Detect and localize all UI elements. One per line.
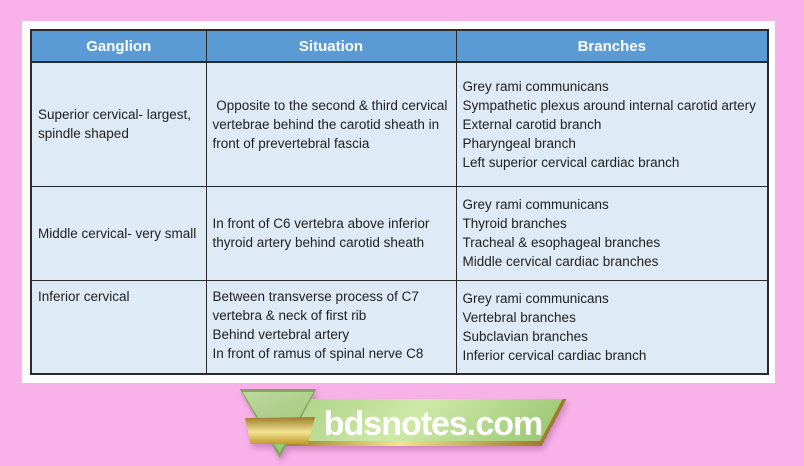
ganglion-cell: Superior cervical- largest, spindle shap… (30, 61, 207, 187)
ganglion-table: Ganglion Situation Branches Superior cer… (30, 29, 769, 375)
branch-item: Vertebral branches (462, 309, 576, 325)
branches-cell: Grey rami communicans Thyroid branches T… (455, 185, 769, 281)
branches-cell: Grey rami communicans Vertebral branches… (455, 279, 769, 375)
bdsnotes-logo: bdsnotes.com (236, 386, 576, 464)
branch-item: Grey rami communicans (462, 197, 609, 212)
branch-item: Middle cervical cardiac branches (462, 254, 659, 269)
branch-item: Left superior cervical cardiac branch (462, 154, 680, 170)
situation-text: Opposite to the second & third cervical … (212, 97, 452, 151)
branch-item: Grey rami communicans (462, 78, 609, 94)
logo-text: bdsnotes.com (323, 405, 543, 443)
branches-cell: Grey rami communicans Sympathetic plexus… (455, 61, 769, 187)
branch-item: Pharyngeal branch (462, 135, 576, 151)
branch-item: External carotid branch (462, 116, 602, 132)
table-row: Middle cervical- very small In front of … (30, 185, 769, 281)
branch-item: Grey rami communicans (462, 290, 609, 306)
branch-item: Thyroid branches (462, 216, 567, 231)
table-panel: Ganglion Situation Branches Superior cer… (22, 21, 775, 383)
situation-cell: Between transverse process of C7 vertebr… (205, 279, 457, 375)
situation-cell: Opposite to the second & third cervical … (205, 61, 457, 187)
situation-text: In front of C6 vertebra above inferior t… (212, 216, 434, 250)
situation-text: Behind vertebral artery (212, 326, 350, 342)
branch-item: Sympathetic plexus around internal carot… (462, 97, 756, 113)
ganglion-cell: Middle cervical- very small (30, 185, 207, 281)
branch-item: Subclavian branches (462, 328, 588, 344)
column-header-branches: Branches (455, 29, 769, 63)
situation-cell: In front of C6 vertebra above inferior t… (205, 185, 457, 281)
situation-text: In front of ramus of spinal nerve C8 (212, 345, 424, 361)
branch-item: Tracheal & esophageal branches (462, 235, 661, 250)
table-row: Superior cervical- largest, spindle shap… (30, 61, 769, 187)
branch-item: Inferior cervical cardiac branch (462, 347, 647, 363)
ganglion-cell: Inferior cervical (30, 279, 207, 375)
header-row: Ganglion Situation Branches (30, 29, 769, 63)
column-header-situation: Situation (205, 29, 457, 63)
table-row: Inferior cervical Between transverse pro… (30, 279, 769, 375)
logo-ribbon-icon (245, 417, 315, 444)
situation-text: Between transverse process of C7 vertebr… (212, 288, 423, 323)
column-header-ganglion: Ganglion (30, 29, 207, 63)
